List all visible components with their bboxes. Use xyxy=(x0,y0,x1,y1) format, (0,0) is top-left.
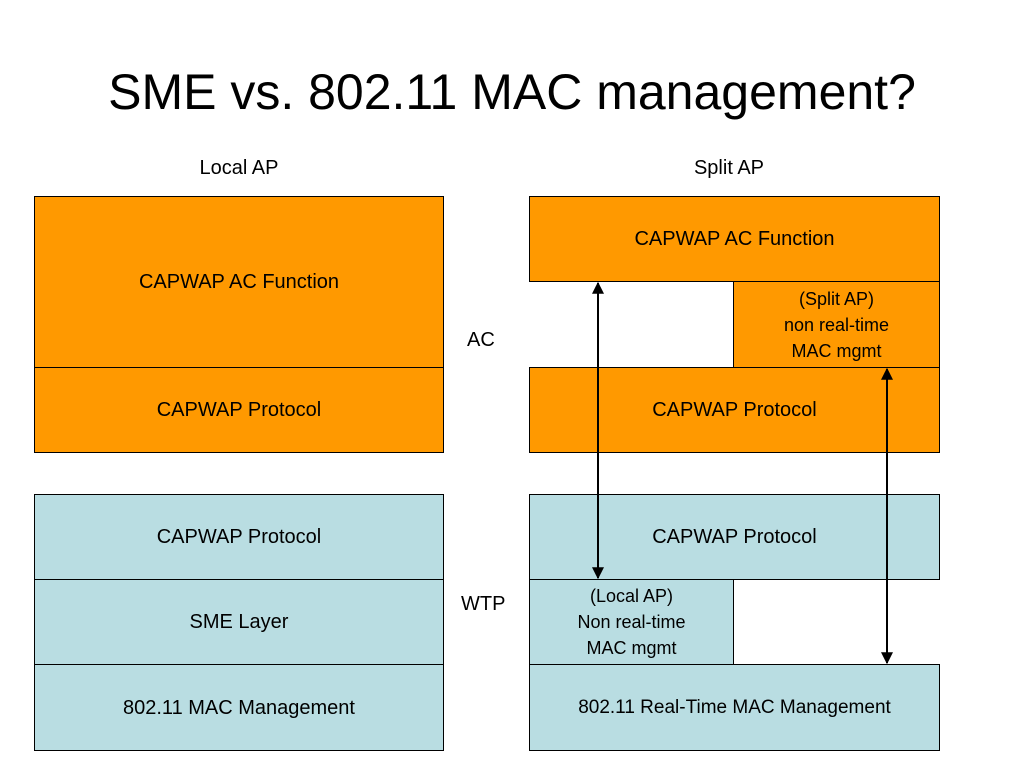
ac-label: AC xyxy=(467,329,495,351)
local-mac-management-label: 802.11 MAC Management xyxy=(123,696,355,719)
split-nonrt-line-1: (Split AP) xyxy=(798,288,875,309)
local-capwap-ac-function-box: CAPWAP AC Function xyxy=(34,196,444,368)
split-local-nonrt-line-2: Non real-time xyxy=(577,612,686,632)
local-ac-capwap-protocol-box: CAPWAP Protocol xyxy=(34,367,444,453)
split-nonrt-mac-mgmt-box: (Split AP) non real-time MAC mgmt xyxy=(733,281,940,368)
local-ap-header: Local AP xyxy=(199,157,279,179)
split-local-nonrt-mac-mgmt-box: (Local AP) Non real-time MAC mgmt xyxy=(529,579,734,665)
split-local-nonrt-line-3: MAC mgmt xyxy=(586,638,677,658)
split-nonrt-line-3: MAC mgmt xyxy=(791,340,882,361)
local-wtp-capwap-protocol-label: CAPWAP Protocol xyxy=(156,526,322,548)
split-wtp-capwap-protocol-label: CAPWAP Protocol xyxy=(652,526,817,548)
split-ac-capwap-protocol-box: CAPWAP Protocol xyxy=(529,367,940,453)
split-capwap-ac-function-label: CAPWAP AC Function xyxy=(634,228,835,250)
local-capwap-ac-function-label: CAPWAP AC Function xyxy=(138,271,340,293)
local-wtp-capwap-protocol-box: CAPWAP Protocol xyxy=(34,494,444,580)
local-ac-capwap-protocol-label: CAPWAP Protocol xyxy=(156,399,322,421)
local-sme-layer-label: SME Layer xyxy=(189,611,289,633)
local-mac-management-box: 802.11 MAC Management xyxy=(34,664,444,751)
split-ap-header: Split AP xyxy=(693,157,765,179)
wtp-label: WTP xyxy=(461,593,506,615)
split-wtp-capwap-protocol-box: CAPWAP Protocol xyxy=(529,494,940,580)
split-rt-mac-management-label: 802.11 Real-Time MAC Management xyxy=(578,696,891,718)
local-sme-layer-box: SME Layer xyxy=(34,579,444,665)
split-nonrt-line-2: non real-time xyxy=(783,314,890,335)
split-rt-mac-management-box: 802.11 Real-Time MAC Management xyxy=(529,664,940,751)
split-local-nonrt-line-1: (Local AP) xyxy=(589,586,674,606)
split-ac-capwap-protocol-label: CAPWAP Protocol xyxy=(652,399,817,421)
page-title: SME vs. 802.11 MAC management? xyxy=(108,64,916,120)
split-capwap-ac-function-box: CAPWAP AC Function xyxy=(529,196,940,282)
